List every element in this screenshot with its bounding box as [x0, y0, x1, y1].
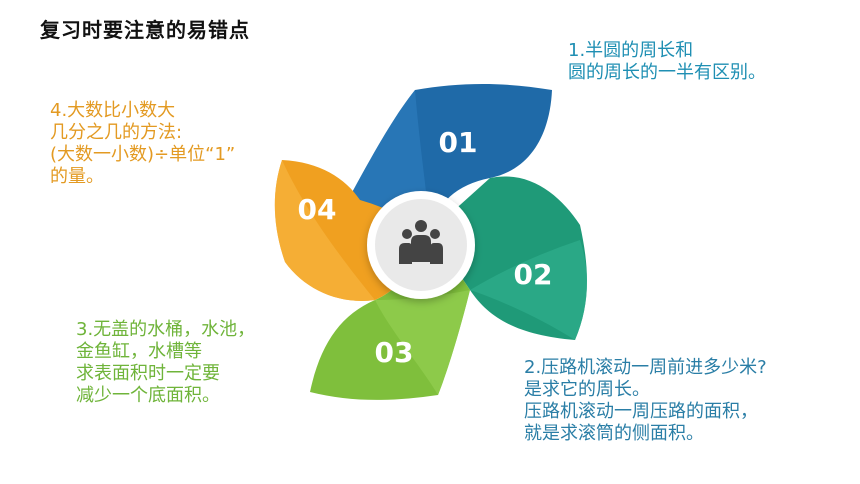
note-3: 3.无盖的水桶，水池， 金鱼缸，水槽等 求表面积时一定要 减少一个底面积。 [76, 319, 255, 407]
blade-01-label: 01 [439, 126, 478, 159]
note-2-line: 是求它的周长。 [524, 379, 650, 400]
note-1-line: 1.半圆的周长和 [568, 40, 694, 61]
note-4-line: 几分之几的方法: [50, 122, 183, 143]
note-2-line: 就是求滚筒的侧面积。 [524, 423, 704, 444]
note-2-line: 压路机滚动一周压路的面积， [524, 401, 758, 422]
note-4: 4.大数比小数大 几分之几的方法: (大数一小数)÷单位“1” 的量。 [50, 100, 235, 188]
blade-03-label: 03 [375, 336, 414, 369]
note-3-line: 减少一个底面积。 [76, 385, 220, 406]
note-3-line: 金鱼缸，水槽等 [76, 341, 202, 362]
blade-02: 02 [430, 176, 587, 340]
note-3-line: 3.无盖的水桶，水池， [76, 319, 256, 340]
note-4-line: (大数一小数)÷单位“1” [50, 144, 236, 165]
note-3-line: 求表面积时一定要 [76, 363, 220, 384]
note-1: 1.半圆的周长和 圆的周长的一半有区别。 [568, 40, 766, 84]
note-2: 2.压路机滚动一周前进多少米? 是求它的周长。 压路机滚动一周压路的面积， 就是… [524, 357, 767, 445]
page-title: 复习时要注意的易错点 [40, 18, 250, 42]
note-4-line: 4.大数比小数大 [50, 100, 176, 121]
note-1-line: 圆的周长的一半有区别。 [568, 62, 766, 83]
people-group-icon [399, 220, 443, 264]
blade-04-label: 04 [298, 193, 337, 226]
blade-02-label: 02 [514, 258, 553, 291]
center-hub [367, 191, 475, 299]
note-4-line: 的量。 [50, 166, 104, 187]
note-2-line: 2.压路机滚动一周前进多少米? [524, 357, 767, 378]
